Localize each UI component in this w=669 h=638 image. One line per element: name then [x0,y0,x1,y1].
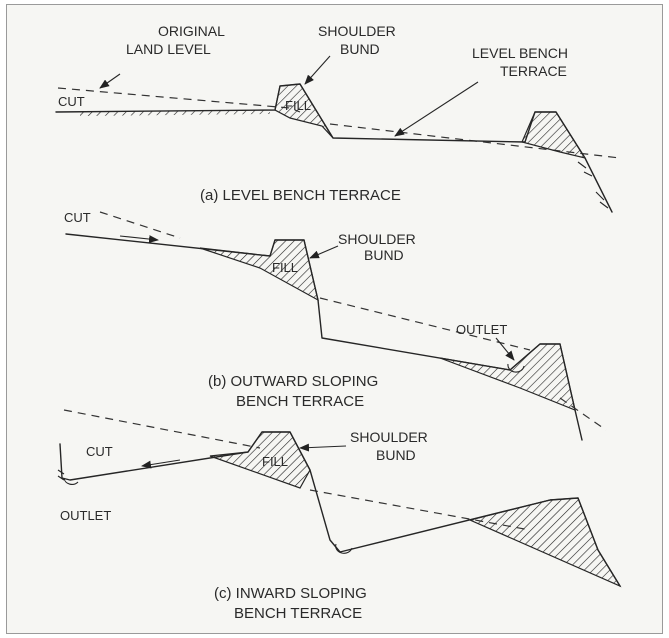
caption-c-line2: BENCH TERRACE [234,605,362,622]
leader-shoulder-b [309,245,339,259]
cut-hatch-a [80,110,270,116]
leader-level-bench [394,81,479,137]
label-terrace-a: TERRACE [500,63,567,79]
outlet-c [63,477,79,485]
label-level-bench: LEVEL BENCH [472,45,568,61]
panel-b: CUT SHOULDER BUND FILL OUTLET (b) OUTWAR… [64,210,607,441]
label-outlet-c: OUTLET [60,508,111,523]
slope-hatch-a [577,161,609,209]
bund-fill-a [274,83,334,139]
panel-a: ORIGINAL LAND LEVEL SHOULDER BUND LEVEL … [55,23,621,213]
outlet-b-leader [495,337,515,361]
caption-b-line1: (b) OUTWARD SLOPING [208,373,378,390]
label-fill-a: FILL [285,98,311,113]
leader-shoulder-c [299,443,347,452]
label-original: ORIGINAL [158,23,225,39]
label-cut-c: CUT [86,444,113,459]
bund-right-a [521,111,587,159]
label-outlet-b: OUTLET [456,322,507,337]
cut-flow-arrow-b [119,235,159,244]
outlet-b [507,363,525,373]
label-fill-b: FILL [272,260,298,275]
panel-c: CUT SHOULDER BUND FILL OUTLET (c) INWARD… [57,409,622,622]
label-fill-c: FILL [262,454,288,469]
label-land-level: LAND LEVEL [126,41,211,57]
label-cut-b: CUT [64,210,91,225]
label-bund-a: BUND [340,41,380,57]
label-shoulder-a: SHOULDER [318,23,396,39]
bund-fill-b [199,239,319,302]
label-bund-b: BUND [364,247,404,263]
outlet-c-hatch [57,469,65,481]
label-cut-a: CUT [58,94,85,109]
original-land-level-line [57,87,301,113]
bund-right-b [439,343,576,411]
leader-shoulder-a [304,55,331,85]
cut-flow-arrow-c [141,459,181,469]
caption-b-line2: BENCH TERRACE [236,393,364,410]
original-land-level-c [63,409,261,449]
original-land-level-b [99,211,181,239]
label-shoulder-b: SHOULDER [338,231,416,247]
label-shoulder-c: SHOULDER [350,429,428,445]
leader-original [99,73,121,89]
drainage-line-b [559,397,607,431]
bund-fill-c [209,431,311,489]
label-bund-c: BUND [376,447,416,463]
bund-right-c [468,497,622,588]
caption-a: (a) LEVEL BENCH TERRACE [200,187,401,204]
caption-c-line1: (c) INWARD SLOPING [214,585,367,602]
channel-c [335,543,353,554]
